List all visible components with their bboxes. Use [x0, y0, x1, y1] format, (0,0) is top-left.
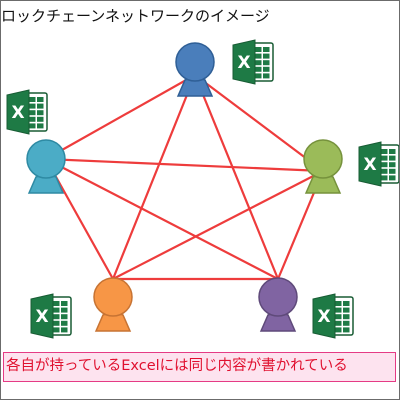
participant-top-person-icon	[175, 42, 215, 97]
caption-banner: 各自が持っているExcelには同じ内容が書かれている	[3, 352, 396, 382]
excel-icon-letter: X	[35, 307, 48, 327]
network-link-top-bottom-right	[193, 73, 280, 281]
participant-bottom-right-person-icon	[258, 277, 298, 332]
participant-left-person-icon	[26, 139, 66, 194]
network-link-top-left	[44, 73, 197, 161]
excel-icon: X	[6, 89, 48, 135]
excel-icon: X	[232, 39, 274, 85]
network-link-right-left	[44, 157, 325, 173]
excel-icon: X	[358, 141, 399, 187]
network-link-top-right	[193, 73, 325, 173]
network-link-top-bottom-left	[111, 73, 197, 281]
network-link-bottom-right-left	[44, 157, 280, 281]
excel-icon-letter: X	[11, 103, 24, 123]
excel-icon: X	[30, 293, 72, 339]
network-link-right-bottom-left	[111, 169, 325, 281]
excel-icon-letter: X	[317, 307, 330, 327]
participants	[26, 42, 343, 332]
participant-right-person-icon	[303, 139, 343, 194]
participant-bottom-left-person-icon	[93, 277, 133, 332]
excel-icons: X X X X X	[6, 39, 399, 339]
excel-icon: X	[312, 293, 354, 339]
excel-icon-letter: X	[363, 155, 376, 175]
network-links	[44, 73, 325, 281]
excel-icon-letter: X	[237, 53, 250, 73]
diagram-title: ロックチェーンネットワークのイメージ	[1, 7, 270, 25]
